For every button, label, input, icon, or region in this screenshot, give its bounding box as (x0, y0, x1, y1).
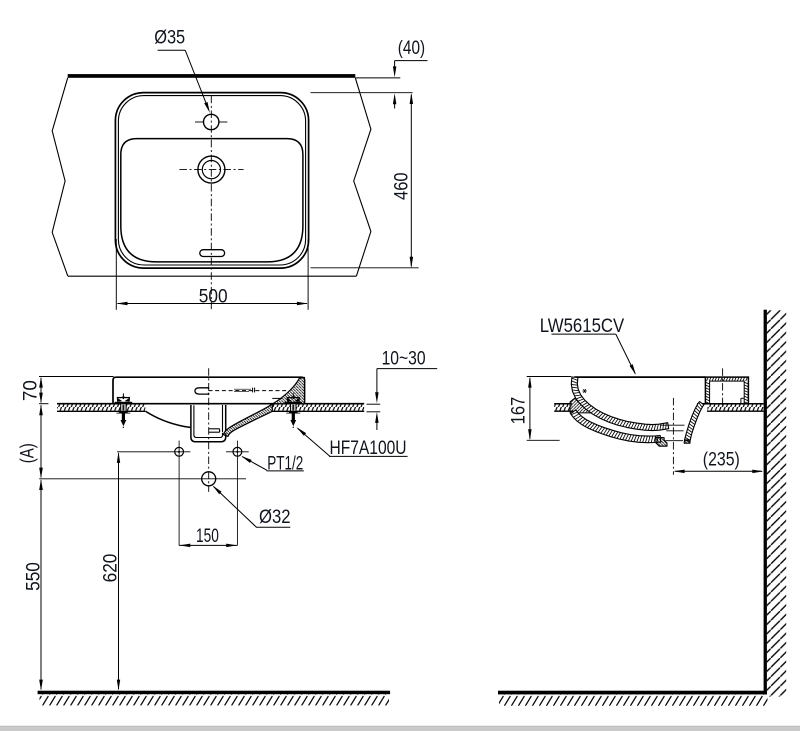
svg-text:LW5615CV: LW5615CV (540, 316, 625, 337)
svg-text:(A): (A) (17, 443, 38, 463)
svg-text:Ø32: Ø32 (259, 507, 291, 528)
svg-text:(40): (40) (398, 38, 425, 59)
svg-text:150: 150 (196, 526, 219, 547)
svg-text:70: 70 (20, 380, 41, 401)
svg-text:500: 500 (199, 286, 228, 307)
svg-text:PT1/2: PT1/2 (267, 453, 303, 474)
svg-text:10~30: 10~30 (382, 348, 426, 369)
svg-text:(235): (235) (703, 449, 740, 470)
svg-text:550: 550 (24, 562, 45, 591)
svg-text:460: 460 (392, 172, 413, 200)
svg-text:167: 167 (508, 397, 529, 425)
svg-text:Ø35: Ø35 (154, 28, 185, 49)
svg-text:HF7A100U: HF7A100U (330, 438, 407, 459)
svg-text:620: 620 (101, 554, 122, 583)
